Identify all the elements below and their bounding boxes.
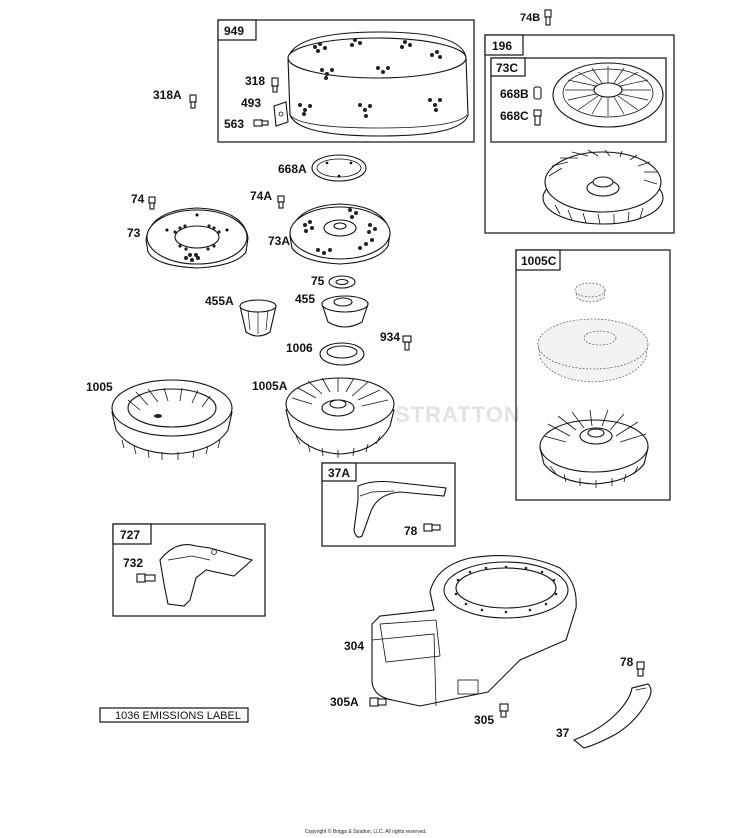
screw-74[interactable] bbox=[148, 196, 156, 210]
rotating-screen-73a[interactable] bbox=[289, 203, 391, 265]
flywheel-196[interactable] bbox=[542, 149, 664, 225]
label-455: 455 bbox=[295, 292, 315, 306]
copyright-text: Copyright © Briggs & Stratton, LLC. All … bbox=[305, 828, 427, 835]
watermark-text: STRATTON bbox=[395, 402, 521, 427]
label-455a: 455A bbox=[205, 294, 234, 308]
label-74b: 74B bbox=[520, 12, 540, 24]
blower-housing-73[interactable] bbox=[145, 207, 249, 269]
ring-1006[interactable] bbox=[319, 342, 365, 366]
screw-74a[interactable] bbox=[277, 195, 285, 209]
screw-934[interactable] bbox=[402, 335, 412, 351]
flywheel-1005a[interactable] bbox=[285, 377, 395, 458]
screw-318[interactable] bbox=[271, 77, 279, 93]
label-305a: 305A bbox=[330, 695, 359, 709]
box-label-37a: 37A bbox=[328, 466, 350, 480]
rotating-screen-73c[interactable] bbox=[552, 62, 664, 128]
box-949: 949 318 bbox=[217, 19, 475, 143]
box-1005c: 1005C bbox=[515, 249, 671, 501]
label-78: 78 bbox=[620, 655, 634, 669]
label-563: 563 bbox=[224, 117, 244, 131]
flywheel-1005c[interactable] bbox=[539, 409, 649, 488]
screw-78[interactable] bbox=[636, 661, 645, 677]
label-75: 75 bbox=[311, 274, 325, 288]
box-label-1005c: 1005C bbox=[521, 254, 557, 268]
label-73: 73 bbox=[127, 226, 141, 240]
air-cleaner-cover[interactable] bbox=[287, 31, 469, 137]
part-668b[interactable] bbox=[533, 86, 542, 100]
label-934: 934 bbox=[380, 330, 400, 344]
label-78-37a: 78 bbox=[404, 524, 418, 538]
part-668a[interactable] bbox=[311, 154, 367, 182]
screw-78-37a[interactable] bbox=[423, 523, 441, 532]
emissions-label-box: 1036 EMISSIONS LABEL bbox=[99, 707, 249, 723]
box-label-73c: 73C bbox=[496, 61, 518, 75]
part-668c[interactable] bbox=[533, 109, 542, 126]
label-73a: 73A bbox=[268, 234, 290, 248]
label-318a: 318A bbox=[153, 88, 182, 102]
screw-74b[interactable] bbox=[544, 9, 552, 26]
disc-1005c[interactable] bbox=[537, 318, 649, 383]
box-196: 196 73C 668B bbox=[484, 34, 675, 234]
label-1005: 1005 bbox=[86, 380, 113, 394]
ratchet-cup-455[interactable] bbox=[321, 295, 369, 328]
air-guide-37[interactable] bbox=[572, 683, 652, 749]
flywheel-1005[interactable] bbox=[111, 379, 233, 460]
screw-305a[interactable] bbox=[369, 697, 387, 707]
label-668b: 668B bbox=[500, 87, 529, 101]
label-668c: 668C bbox=[500, 109, 529, 123]
box-label-727: 727 bbox=[120, 528, 140, 542]
label-74: 74 bbox=[131, 192, 145, 206]
box-label-196: 196 bbox=[492, 39, 512, 53]
clip-493[interactable] bbox=[273, 101, 289, 127]
label-305: 305 bbox=[474, 713, 494, 727]
label-732: 732 bbox=[123, 556, 143, 570]
label-304: 304 bbox=[344, 639, 364, 653]
label-37: 37 bbox=[556, 726, 570, 740]
baffle-727[interactable] bbox=[159, 544, 254, 607]
screw-563[interactable] bbox=[253, 119, 269, 127]
label-318: 318 bbox=[245, 74, 265, 88]
blower-housing-304[interactable] bbox=[371, 554, 577, 707]
screw-732[interactable] bbox=[136, 573, 156, 583]
label-668a: 668A bbox=[278, 162, 307, 176]
screw-318a[interactable] bbox=[189, 94, 197, 109]
label-74a: 74A bbox=[250, 189, 272, 203]
box-label-949: 949 bbox=[224, 24, 244, 38]
screw-305[interactable] bbox=[499, 703, 509, 718]
emissions-label-text: 1036 EMISSIONS LABEL bbox=[115, 710, 241, 722]
air-guide-37a[interactable] bbox=[353, 480, 447, 538]
box-37a: 37A 78 bbox=[321, 462, 456, 547]
label-493: 493 bbox=[241, 96, 261, 110]
box-727: 727 732 bbox=[112, 523, 266, 617]
cap-1005c[interactable] bbox=[574, 282, 606, 303]
label-1006: 1006 bbox=[286, 341, 313, 355]
label-1005a: 1005A bbox=[252, 379, 288, 393]
ratchet-cup-455a[interactable] bbox=[239, 299, 277, 337]
washer-75[interactable] bbox=[328, 275, 356, 289]
